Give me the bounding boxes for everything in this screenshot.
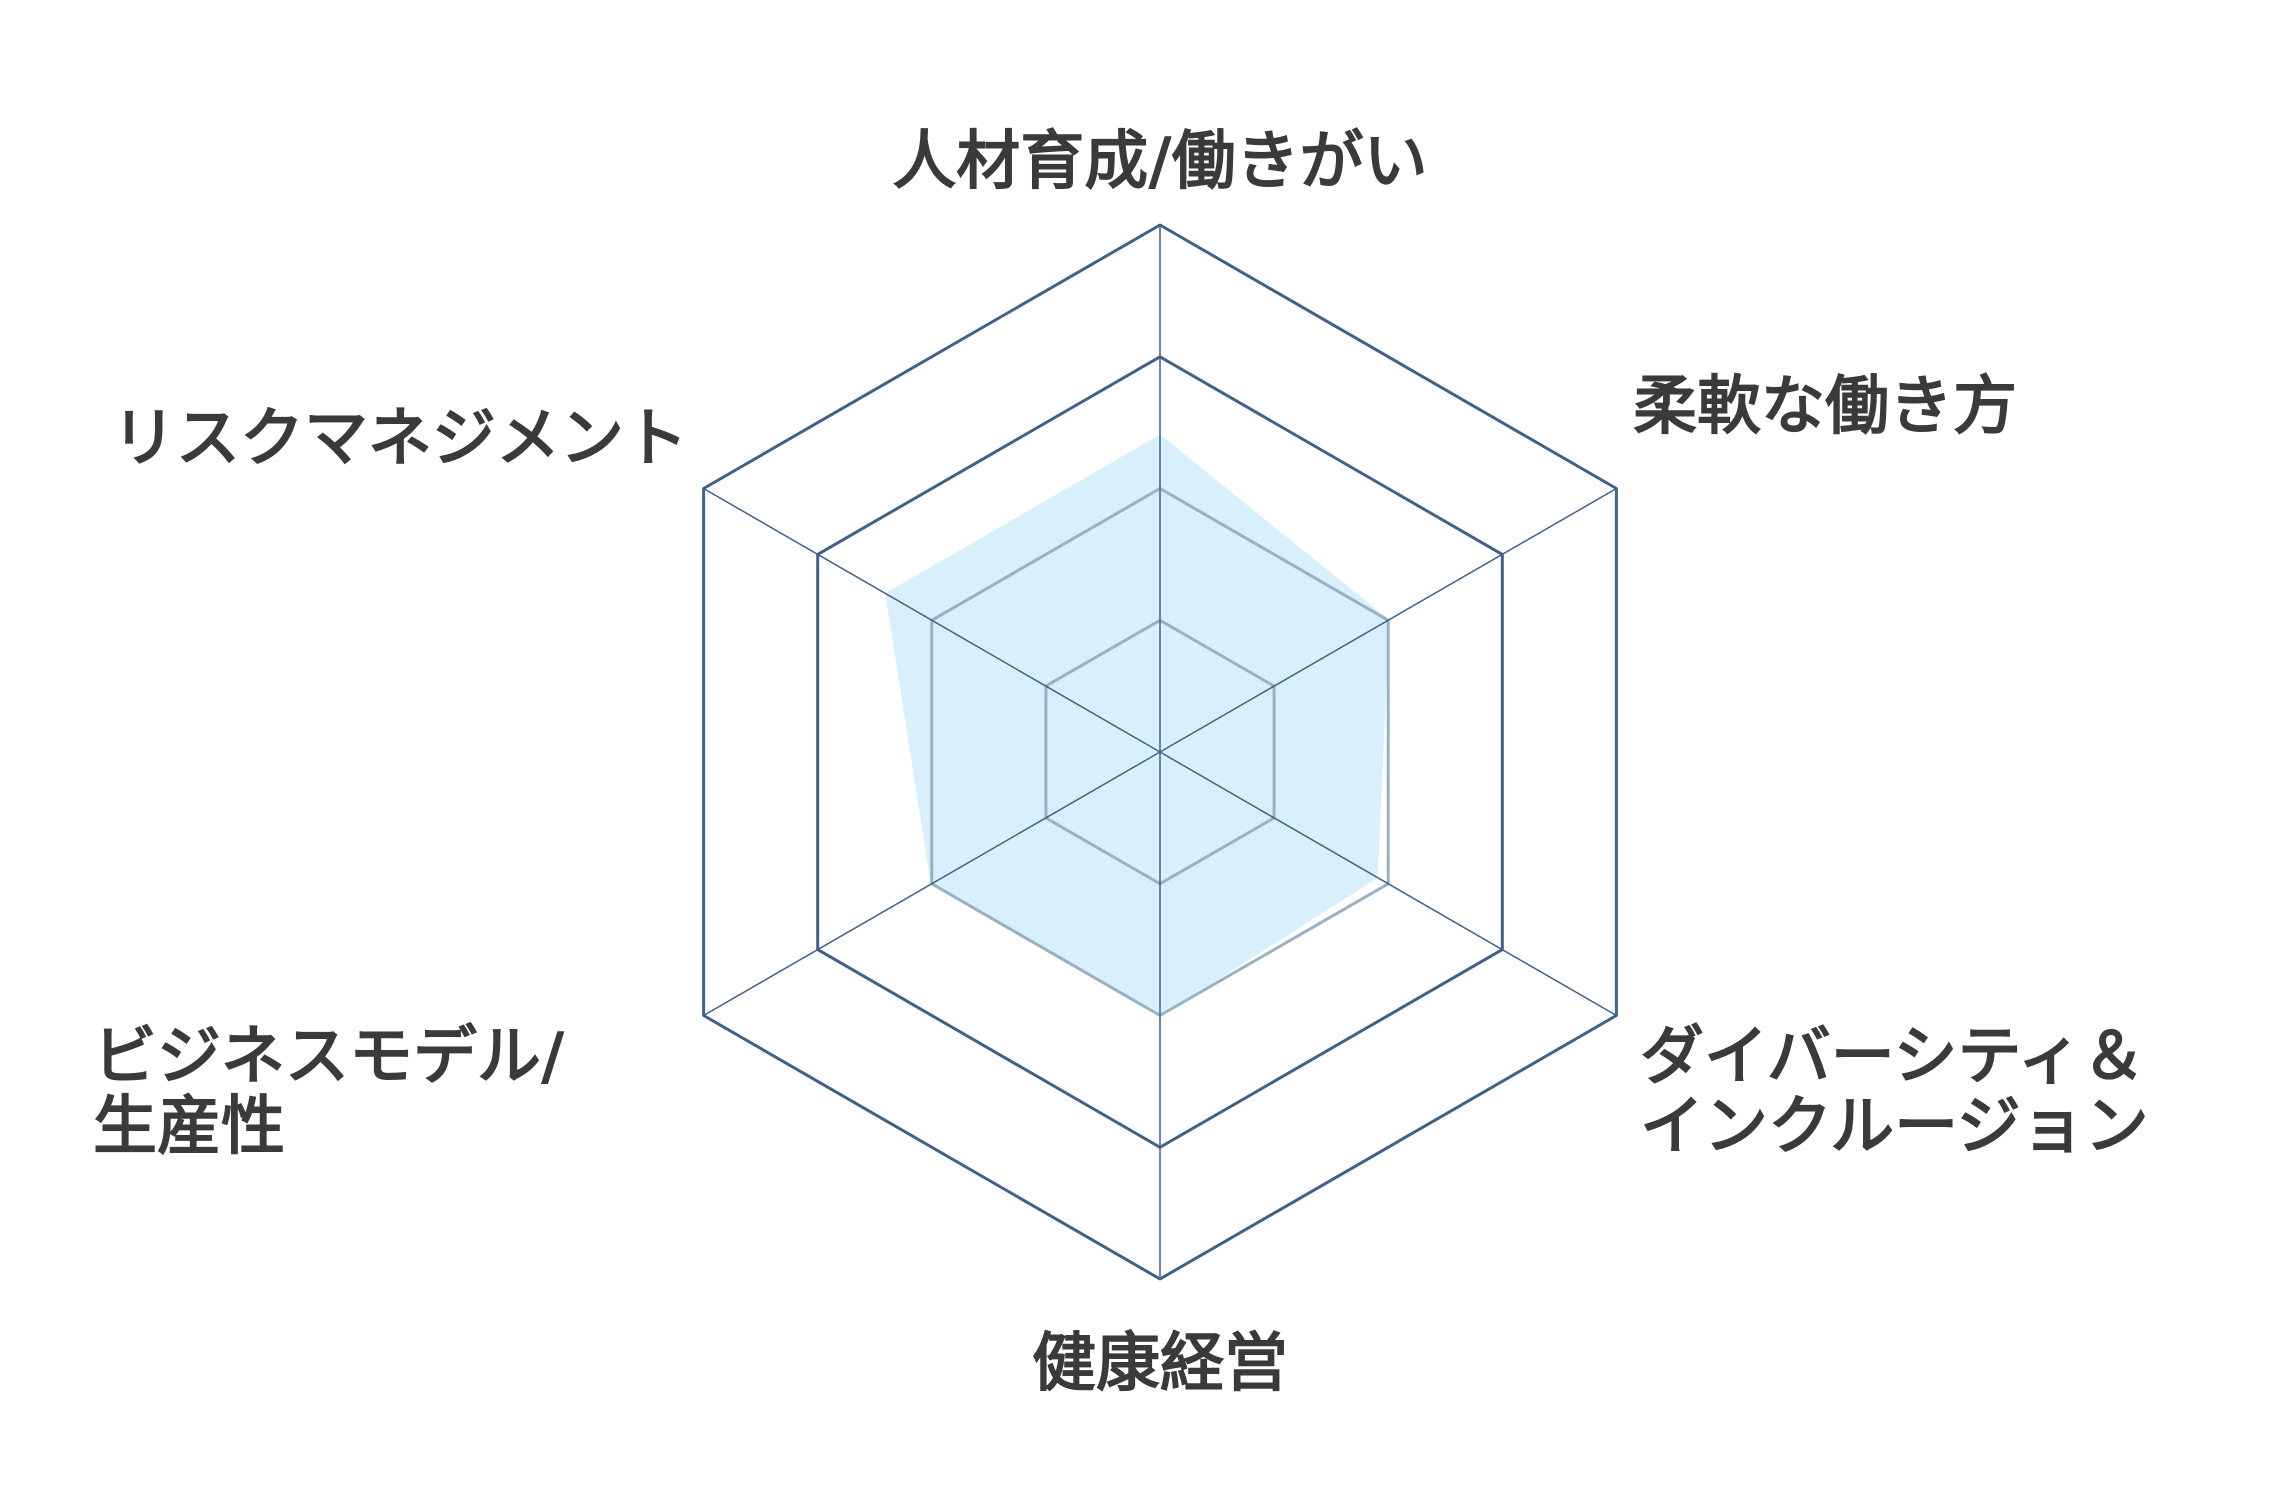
axis-label-5-line-0: リスクマネジメント	[112, 402, 688, 476]
axis-label-4-line-0: ビジネスモデル/	[93, 1020, 565, 1094]
axis-label-0-line-0: 人材育成/働きがい	[892, 125, 1427, 199]
axis-label-0: 人材育成/働きがい	[892, 125, 1427, 199]
axis-label-5: リスクマネジメント	[112, 402, 688, 476]
spoke-1	[1159, 487, 1617, 753]
spoke-4	[703, 751, 1161, 1017]
spoke-2	[1159, 751, 1617, 1017]
axis-label-1: 柔軟な働き方	[1633, 370, 2017, 444]
axis-label-3-line-0: 健康経営	[1032, 1327, 1288, 1401]
axis-label-1-line-0: 柔軟な働き方	[1633, 370, 2017, 444]
spoke-5	[703, 487, 1161, 753]
spoke-layer	[703, 225, 1617, 1279]
axis-label-4-line-1: 生産性	[93, 1090, 285, 1164]
axis-label-2: ダイバーシティ＆インクルージョン	[1640, 1020, 2149, 1164]
axis-label-2-line-1: インクルージョン	[1640, 1090, 2149, 1164]
axis-label-2-line-0: ダイバーシティ＆	[1640, 1020, 2146, 1094]
axis-label-3: 健康経営	[1032, 1327, 1288, 1401]
axis-label-4: ビジネスモデル/生産性	[93, 1020, 565, 1164]
